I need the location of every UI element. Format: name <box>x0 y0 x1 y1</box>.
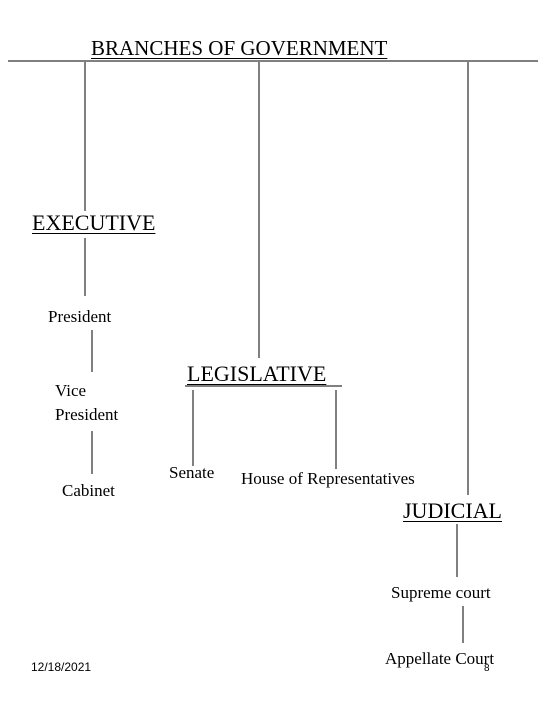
supreme-court-label: Supreme court <box>391 583 491 602</box>
legislative-branch-label: LEGISLATIVE <box>187 361 327 386</box>
house-of-representatives-label: House of Representatives <box>241 469 415 488</box>
president-label: President <box>48 307 112 326</box>
page-number: 8 <box>484 663 490 674</box>
senate-label: Senate <box>169 463 215 482</box>
diagram-title: BRANCHES OF GOVERNMENT <box>91 36 388 60</box>
footer-date: 12/18/2021 <box>31 660 92 674</box>
judicial-branch-label: JUDICIAL <box>403 498 502 523</box>
cabinet-label: Cabinet <box>62 481 115 500</box>
executive-branch-label: EXECUTIVE <box>32 210 156 235</box>
appellate-court-label: Appellate Court <box>385 649 495 668</box>
